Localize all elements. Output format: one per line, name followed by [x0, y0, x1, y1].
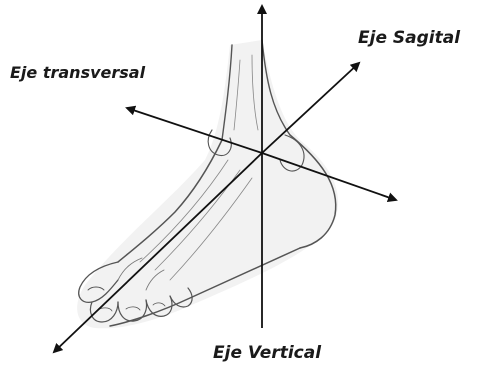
foot-sketch: [77, 40, 338, 328]
transverse-axis-label: Eje transversal: [10, 65, 145, 81]
sagittal-axis-label: Eje Sagital: [358, 30, 460, 47]
vertical-axis-label: Eje Vertical: [213, 345, 321, 362]
